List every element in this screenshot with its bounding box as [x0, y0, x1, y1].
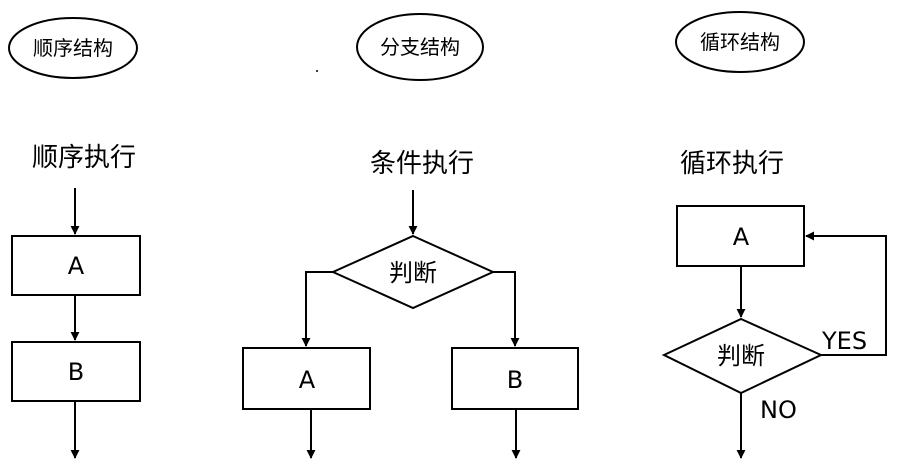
branch-box-a [242, 347, 371, 410]
sequence-heading: 顺序执行 [32, 143, 136, 173]
sequence-box-a [11, 235, 141, 296]
loop-yes-label: YES [821, 327, 867, 355]
sequence-box-b-label: B [68, 358, 84, 386]
sequence-box-a-label: A [68, 252, 85, 280]
branch-decision-diamond [330, 234, 496, 310]
branch-structure: 分支结构 条件执行 判断 A B [242, 13, 579, 459]
loop-heading: 循环执行 [680, 149, 784, 179]
branch-box-b-label: B [507, 366, 523, 394]
sequence-oval-label: 顺序结构 [33, 36, 113, 60]
loop-yes-connector [805, 231, 887, 356]
sequence-structure: 顺序结构 顺序执行 A B [8, 17, 141, 459]
stray-dot [316, 70, 318, 72]
loop-structure: 循环结构 循环执行 A 判断 YES NO [661, 11, 887, 459]
branch-box-a-label: A [299, 366, 316, 394]
branch-oval-label: 分支结构 [380, 35, 460, 59]
loop-no-label: NO [760, 396, 797, 424]
branch-right-connector [493, 271, 520, 347]
loop-box-a-label: A [733, 223, 750, 251]
branch-heading: 条件执行 [370, 149, 474, 179]
branch-oval [356, 13, 484, 81]
loop-decision-label: 判断 [717, 342, 765, 370]
branch-left-connector [301, 271, 333, 347]
branch-box-b [451, 347, 579, 410]
sequence-oval [8, 17, 138, 79]
branch-decision-label: 判断 [389, 259, 437, 287]
loop-oval [675, 11, 805, 73]
loop-box-a [676, 205, 805, 267]
loop-oval-label: 循环结构 [700, 30, 780, 54]
